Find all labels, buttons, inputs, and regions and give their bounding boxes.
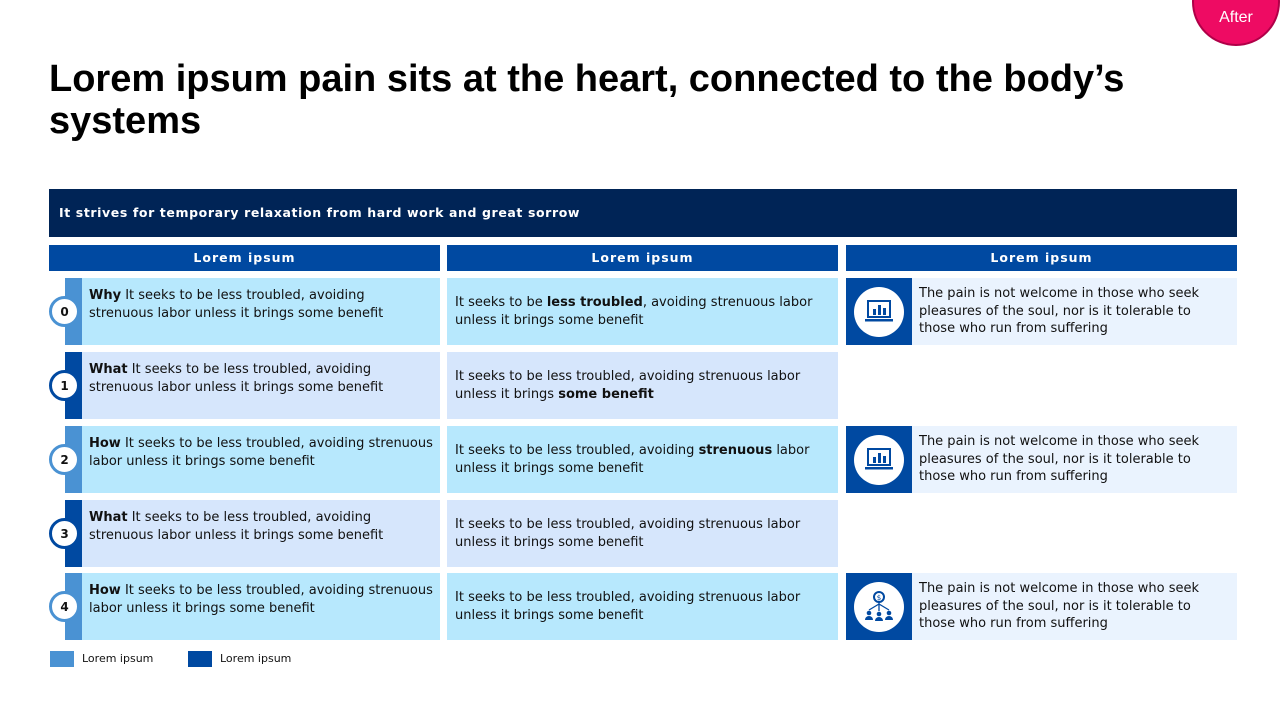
detail-bold: strenuous [698,443,773,458]
row-description: How It seeks to be less troubled, avoidi… [82,573,440,640]
legend-label-dark: Lorem ipsum [220,652,292,665]
column-header-2: Lorem ipsum [447,245,838,271]
row-detail: It seeks to be less troubled, avoiding s… [447,500,838,567]
detail-text: It seeks to be less troubled, avoiding s… [455,369,801,402]
legend-label-light: Lorem ipsum [82,652,154,665]
row-detail: It seeks to be less troubled, avoiding s… [447,278,838,345]
detail-text: It seeks to be less troubled, avoiding s… [455,517,801,550]
detail-bold: less troubled [546,295,643,310]
row-number-circle: 2 [49,444,80,475]
column-header-1: Lorem ipsum [49,245,440,271]
row-text: It seeks to be less troubled, avoiding s… [89,288,384,321]
row-description: What It seeks to be less troubled, avoid… [82,352,440,419]
row-note: The pain is not welcome in those who see… [912,426,1237,493]
icon-box: $ [846,573,912,640]
row-text: It seeks to be less troubled, avoiding s… [89,583,433,616]
row-number-circle: 4 [49,591,80,622]
row-text: It seeks to be less troubled, avoiding s… [89,436,433,469]
row-number-circle: 3 [49,518,80,549]
row-text: It seeks to be less troubled, avoiding s… [89,362,384,395]
row-detail: It seeks to be less troubled, avoiding s… [447,573,838,640]
legend-swatch-light [50,651,74,667]
svg-text:$: $ [877,594,881,602]
row-description: How It seeks to be less troubled, avoidi… [82,426,440,493]
column-header-3: Lorem ipsum [846,245,1237,271]
laptop-chart-icon [854,434,904,485]
row-number-circle: 1 [49,370,80,401]
row-lead: How [89,583,121,598]
detail-text: It seeks to be less troubled, avoiding [455,443,699,458]
detail-text-end: , avoiding strenuous labor unless it bri… [455,295,813,328]
row-lead: What [89,510,128,525]
detail-text: It seeks to be less troubled, avoiding s… [455,590,801,623]
row-lead: Why [89,288,122,303]
row-description: What It seeks to be less troubled, avoid… [82,500,440,567]
row-detail: It seeks to be less troubled, avoiding s… [447,352,838,419]
row-lead: How [89,436,121,451]
page-title: Lorem ipsum pain sits at the heart, conn… [49,58,1125,142]
icon-box [846,426,912,493]
row-description: Why It seeks to be less troubled, avoidi… [82,278,440,345]
after-badge: After [1192,0,1280,46]
row-note: The pain is not welcome in those who see… [912,573,1237,640]
detail-text: It seeks to be [455,295,547,310]
laptop-chart-icon [854,286,904,337]
legend-swatch-dark [188,651,212,667]
row-note: The pain is not welcome in those who see… [912,278,1237,345]
row-detail: It seeks to be less troubled, avoiding s… [447,426,838,493]
row-text: It seeks to be less troubled, avoiding s… [89,510,384,543]
detail-text-end: labor unless it brings some benefit [455,443,810,476]
banner: It strives for temporary relaxation from… [49,189,1237,237]
row-number-circle: 0 [49,296,80,327]
detail-bold: some benefit [558,386,654,402]
row-lead: What [89,362,128,377]
icon-box [846,278,912,345]
money-network-icon: $ [854,581,904,632]
